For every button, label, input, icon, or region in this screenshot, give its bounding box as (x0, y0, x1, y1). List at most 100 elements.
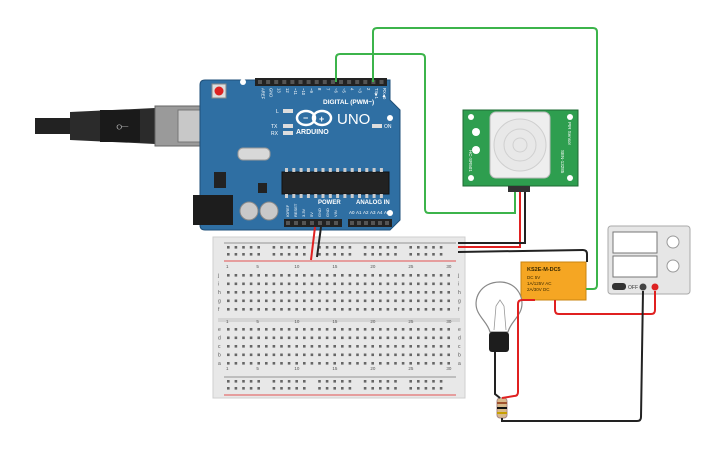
breadboard-hole[interactable] (257, 353, 260, 357)
breadboard-hole[interactable] (333, 345, 336, 348)
breadboard-hole[interactable] (325, 387, 329, 390)
header-pin[interactable] (314, 80, 319, 84)
breadboard-hole[interactable] (333, 353, 336, 357)
breadboard-hole[interactable] (295, 253, 298, 256)
breadboard-hole[interactable] (242, 380, 245, 383)
breadboard-hole[interactable] (287, 291, 291, 294)
breadboard-hole[interactable] (439, 274, 443, 277)
breadboard-hole[interactable] (432, 246, 435, 249)
breadboard-hole[interactable] (257, 387, 260, 390)
breadboard-hole[interactable] (371, 246, 374, 249)
breadboard-hole[interactable] (234, 380, 238, 383)
breadboard-hole[interactable] (432, 274, 435, 277)
breadboard-hole[interactable] (287, 328, 291, 331)
breadboard-hole[interactable] (439, 299, 443, 303)
breadboard-hole[interactable] (234, 253, 238, 256)
header-pin[interactable] (302, 221, 306, 225)
breadboard-hole[interactable] (341, 362, 344, 365)
breadboard-hole[interactable] (318, 387, 321, 390)
breadboard-hole[interactable] (272, 387, 276, 390)
breadboard-hole[interactable] (325, 299, 329, 303)
breadboard-hole[interactable] (386, 345, 390, 348)
breadboard-hole[interactable] (439, 308, 443, 311)
breadboard-hole[interactable] (295, 299, 298, 303)
breadboard-hole[interactable] (371, 345, 374, 348)
breadboard-hole[interactable] (401, 353, 405, 357)
breadboard-hole[interactable] (257, 253, 260, 256)
header-pin[interactable] (334, 221, 338, 225)
breadboard-hole[interactable] (257, 246, 260, 249)
breadboard-hole[interactable] (401, 336, 405, 340)
breadboard-hole[interactable] (409, 380, 412, 383)
breadboard-hole[interactable] (447, 345, 450, 348)
breadboard-hole[interactable] (341, 353, 344, 357)
breadboard-hole[interactable] (424, 291, 428, 294)
breadboard-hole[interactable] (432, 380, 435, 383)
breadboard-hole[interactable] (379, 336, 382, 340)
breadboard-hole[interactable] (417, 380, 420, 383)
breadboard-hole[interactable] (265, 291, 268, 294)
breadboard-hole[interactable] (394, 308, 397, 311)
breadboard-hole[interactable] (371, 328, 374, 331)
header-pin[interactable] (371, 221, 375, 225)
breadboard-hole[interactable] (363, 246, 367, 249)
breadboard-hole[interactable] (295, 308, 298, 311)
breadboard-hole[interactable] (424, 380, 428, 383)
breadboard-hole[interactable] (272, 345, 276, 348)
breadboard-hole[interactable] (227, 291, 230, 294)
breadboard-hole[interactable] (379, 353, 382, 357)
breadboard-hole[interactable] (409, 299, 412, 303)
breadboard-hole[interactable] (356, 308, 359, 311)
breadboard-hole[interactable] (318, 353, 321, 357)
breadboard-hole[interactable] (348, 246, 352, 249)
breadboard-hole[interactable] (447, 353, 450, 357)
breadboard-hole[interactable] (333, 253, 336, 256)
breadboard-hole[interactable] (394, 282, 397, 286)
breadboard-hole[interactable] (318, 362, 321, 365)
breadboard-hole[interactable] (280, 345, 283, 348)
breadboard-hole[interactable] (379, 282, 382, 286)
breadboard-hole[interactable] (417, 353, 420, 357)
current-knob[interactable] (666, 259, 680, 273)
breadboard-hole[interactable] (280, 336, 283, 340)
breadboard-hole[interactable] (386, 336, 390, 340)
breadboard-hole[interactable] (409, 328, 412, 331)
breadboard-hole[interactable] (439, 345, 443, 348)
breadboard-hole[interactable] (371, 353, 374, 357)
breadboard-hole[interactable] (295, 328, 298, 331)
breadboard-hole[interactable] (371, 299, 374, 303)
breadboard-hole[interactable] (379, 274, 382, 277)
breadboard-hole[interactable] (394, 345, 397, 348)
breadboard-hole[interactable] (318, 336, 321, 340)
breadboard-hole[interactable] (424, 282, 428, 286)
breadboard-hole[interactable] (447, 308, 450, 311)
breadboard-hole[interactable] (363, 308, 367, 311)
breadboard-hole[interactable] (287, 362, 291, 365)
breadboard-hole[interactable] (363, 274, 367, 277)
breadboard-hole[interactable] (242, 353, 245, 357)
breadboard-hole[interactable] (234, 387, 238, 390)
breadboard-hole[interactable] (386, 362, 390, 365)
breadboard-hole[interactable] (287, 253, 291, 256)
breadboard-hole[interactable] (401, 362, 405, 365)
breadboard-hole[interactable] (379, 253, 382, 256)
breadboard-hole[interactable] (303, 299, 306, 303)
header-pin[interactable] (379, 80, 384, 84)
breadboard-hole[interactable] (234, 291, 238, 294)
breadboard-hole[interactable] (287, 387, 291, 390)
breadboard-hole[interactable] (447, 328, 450, 331)
breadboard-hole[interactable] (348, 345, 352, 348)
breadboard-hole[interactable] (318, 282, 321, 286)
breadboard-hole[interactable] (310, 291, 314, 294)
breadboard-hole[interactable] (325, 291, 329, 294)
breadboard-hole[interactable] (234, 362, 238, 365)
breadboard-hole[interactable] (363, 362, 367, 365)
breadboard-hole[interactable] (432, 345, 435, 348)
breadboard-hole[interactable] (227, 336, 230, 340)
breadboard-hole[interactable] (386, 353, 390, 357)
breadboard-hole[interactable] (341, 299, 344, 303)
breadboard-hole[interactable] (371, 387, 374, 390)
header-pin[interactable] (298, 80, 303, 84)
breadboard-hole[interactable] (318, 380, 321, 383)
breadboard-hole[interactable] (249, 274, 253, 277)
